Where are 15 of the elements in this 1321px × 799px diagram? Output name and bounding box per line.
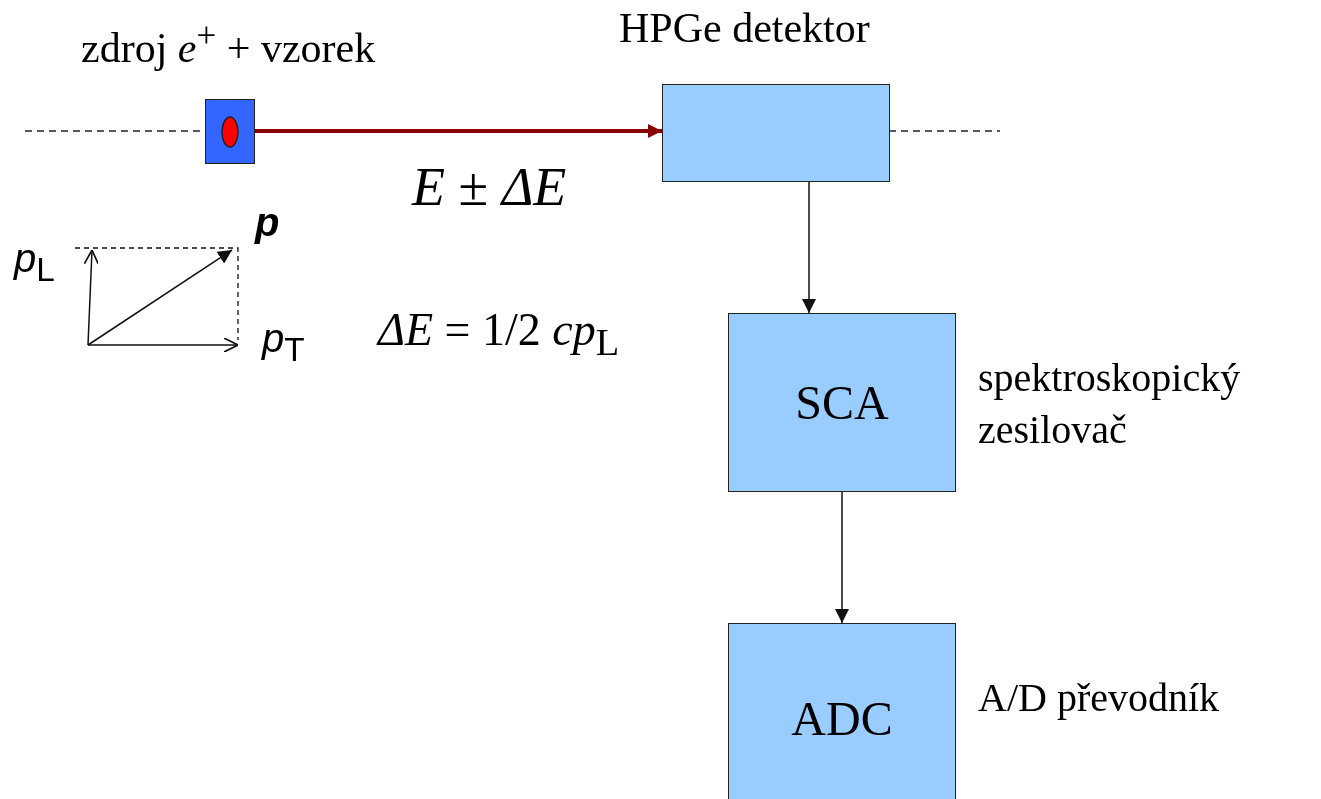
formula-text: ΔE = 1/2 cp$_{L}$	[378, 305, 620, 364]
arrow	[802, 181, 816, 314]
box-label: ADC	[791, 690, 893, 746]
process-box	[728, 313, 956, 492]
arrow	[835, 491, 849, 624]
vector-label: p$_{L}$	[14, 236, 55, 289]
heading-text: HPGe detektor	[619, 5, 870, 52]
arrow	[255, 124, 662, 138]
description-text: A/D převodník	[978, 674, 1221, 722]
process-box	[728, 623, 956, 799]
box-label: SCA	[795, 375, 889, 430]
description-text: spektroskopický zesilovač	[978, 354, 1242, 454]
heading-text: zdroj e$^{+}$ + vzorek	[81, 17, 376, 72]
vector-label: p$_{T}$	[262, 316, 305, 369]
vector-label: p	[255, 200, 280, 244]
